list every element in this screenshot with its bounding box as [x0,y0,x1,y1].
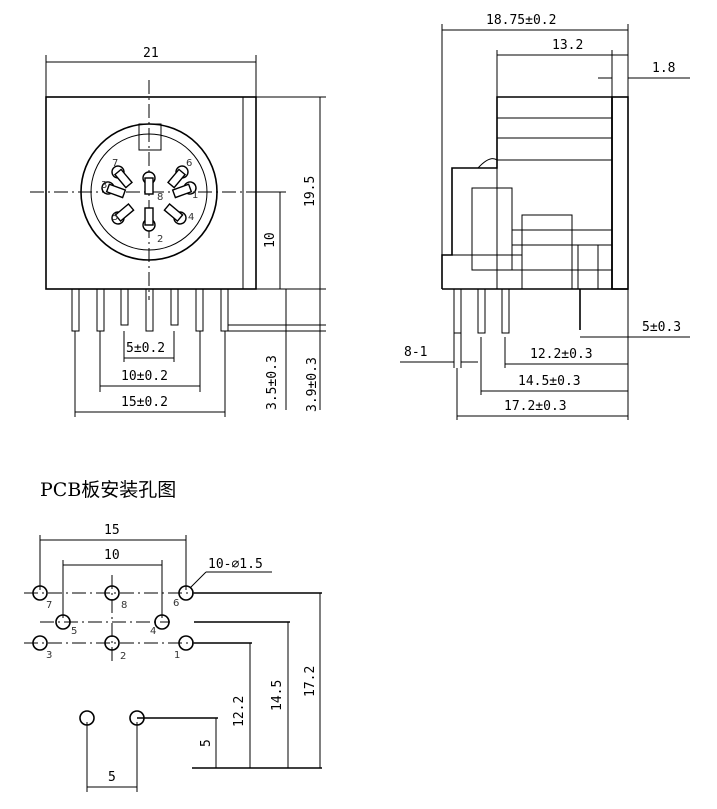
dim-pcb-10: 10 [104,548,120,563]
pcb-hole-number: 5 [71,626,77,637]
side-view: 18.75±0.2 13.2 1.8 5±0.3 8-1 12.2±0.3 14… [400,13,690,420]
pcb-holes [32,585,194,726]
pcb-hole-callout: 10-⌀1.5 [208,557,263,572]
dim-pcb-12-2: 12.2 [232,696,247,727]
side-socket-window [521,214,573,290]
side-flange [611,96,629,290]
dim-pcb-w5: 5 [108,770,116,785]
front-pin-number: 4 [188,212,194,223]
dim-side-body: 13.2 [552,38,583,53]
dim-center-height: 10 [263,232,278,248]
pcb-hole [178,635,194,651]
pcb-hole-number: 8 [121,600,127,611]
pcb-layout: 7 8 6 5 4 3 2 1 10-⌀1.5 15 10 5 [24,523,322,792]
front-pin-number: 3 [101,180,107,191]
dim-side-17-2: 17.2±0.3 [504,399,567,414]
front-pin-number: 2 [157,234,163,245]
dim-front-width: 21 [143,46,159,61]
front-pin-number: 7 [112,158,118,169]
pcb-hole-number: 1 [174,650,180,661]
dim-pcb-h5: 5 [199,739,214,747]
dim-front-height: 19.5 [303,176,318,207]
pcb-hole-number: 7 [46,600,52,611]
front-pin-number: 8 [157,192,163,203]
socket-contacts [101,165,197,232]
dim-pin-callout: 8-1 [404,345,427,360]
socket-key [138,123,162,151]
dim-side-flange: 1.8 [652,61,675,76]
pcb-hole-number: 6 [173,598,179,609]
dim-side-5: 5±0.3 [642,320,681,335]
dim-side-depth: 18.75±0.2 [486,13,556,28]
pcb-hole-number: 3 [46,650,52,661]
dim-pin-spacing-15: 15±0.2 [121,395,168,410]
dim-pin-spacing-10: 10±0.2 [121,369,168,384]
dim-pin-spacing-5: 5±0.2 [126,341,165,356]
side-curve [477,158,498,169]
dim-pcb-15: 15 [104,523,120,538]
pcb-hole [104,585,120,601]
dim-side-14-5: 14.5±0.3 [518,374,581,389]
pcb-hole [32,635,48,651]
pcb-title: PCB板安装孔图 [40,479,176,501]
dim-pin-length-a: 3.5±0.3 [265,355,280,410]
dim-pcb-14-5: 14.5 [270,680,285,711]
side-inner-block [471,187,513,271]
side-body-outline [441,96,613,289]
front-view: 7 6 3 8 1 5 4 2 21 19.5 10 [30,46,326,417]
front-pin-number: 5 [112,212,118,223]
front-legs [71,288,229,332]
pcb-hole-number: 2 [120,651,126,662]
pcb-hole [104,635,120,651]
dim-pin-length-b: 3.9±0.3 [305,357,320,412]
pcb-hole-number: 4 [150,626,156,637]
front-pin-number: 1 [192,190,198,201]
dim-pcb-17-2: 17.2 [303,666,318,697]
front-pin-number: 6 [186,158,192,169]
dim-side-12-2: 12.2±0.3 [530,347,593,362]
